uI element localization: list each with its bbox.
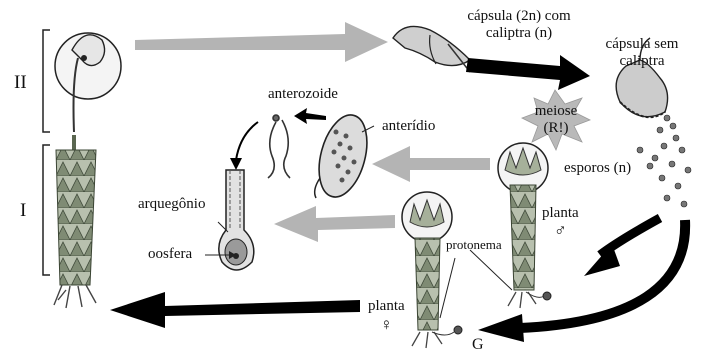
arrow-female-to-arquegonio (274, 206, 395, 242)
label-esporos: esporos (n) (564, 160, 631, 177)
arrow-anteridio-to-anterozoide (294, 108, 326, 124)
arrow-male-to-anteridio (372, 146, 490, 182)
label-oosfera: oosfera (148, 246, 192, 263)
spores (637, 115, 691, 207)
label-meiose: meiose (R!) (526, 103, 586, 137)
label-i: I (20, 200, 26, 222)
arrow-anterozoide-to-arquegonio (236, 122, 258, 160)
anterozoides (268, 115, 290, 178)
label-capsula-sem: cápsula sem caliptra (592, 36, 692, 70)
label-arquegonio: arquegônio (138, 196, 205, 213)
male-plant (498, 143, 551, 308)
label-capsula-sem-line2: caliptra (592, 53, 692, 70)
label-capsula-2n: cápsula (2n) com caliptra (n) (444, 8, 594, 42)
arrow-capsule-to-open-capsule (466, 55, 590, 90)
arrow-to-left-plant (110, 292, 360, 328)
arrow-spores-to-g (520, 220, 685, 328)
left-plant (54, 33, 121, 308)
bracket-ii (43, 30, 50, 132)
arrow-to-capsule (135, 22, 388, 62)
female-plant (402, 192, 462, 348)
label-capsula-2n-line1: cápsula (2n) com (444, 8, 594, 25)
label-anterozoide: anterozoide (268, 86, 338, 103)
anteridio (311, 110, 375, 203)
label-meiose-line1: meiose (526, 103, 586, 120)
label-capsula-sem-line1: cápsula sem (592, 36, 692, 53)
label-ii: II (14, 72, 27, 94)
label-planta-female: planta (368, 298, 405, 315)
female-symbol: ♀ (380, 316, 393, 333)
label-anteridio: anterídio (382, 118, 435, 135)
male-symbol: ♂ (554, 222, 567, 239)
label-meiose-line2: (R!) (526, 120, 586, 137)
bracket-i (43, 145, 50, 275)
label-g: G (472, 336, 484, 353)
label-protonema: protonema (446, 236, 502, 253)
label-planta-male: planta (542, 205, 579, 222)
protonema-pointer (440, 250, 512, 318)
label-capsula-2n-line2: caliptra (n) (444, 25, 594, 42)
